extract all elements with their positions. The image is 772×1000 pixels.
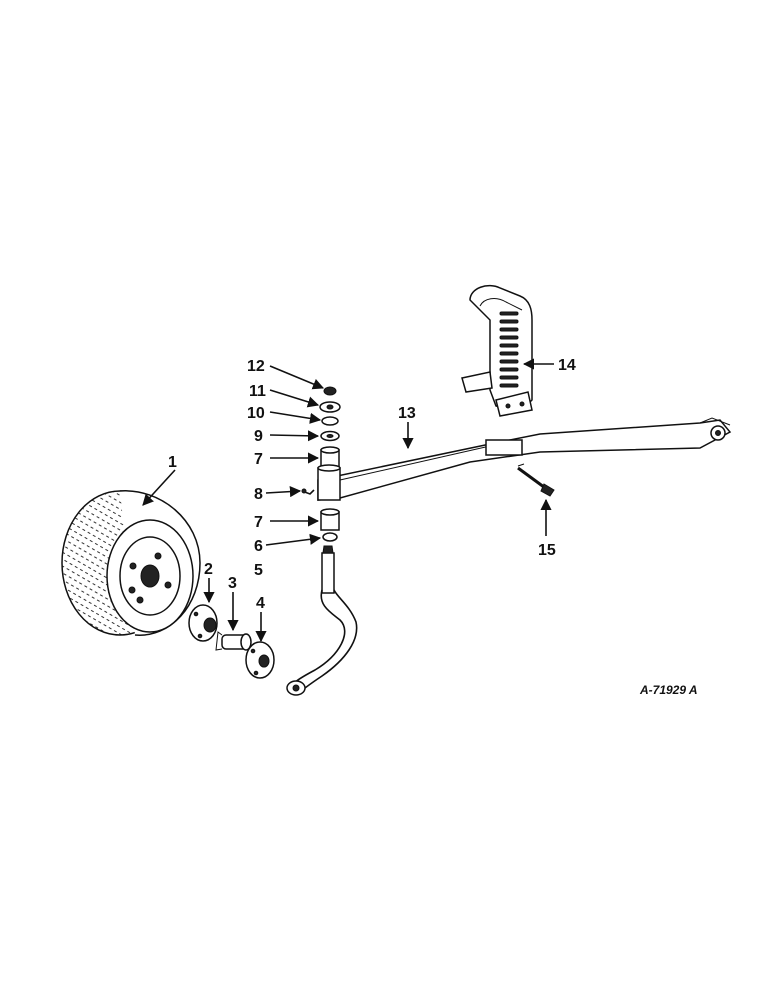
callout-7a: 7 — [254, 451, 263, 468]
leader-lines — [142, 358, 554, 643]
wheel-hub — [188, 604, 218, 642]
callout-7b: 7 — [254, 514, 263, 531]
callout-3: 3 — [228, 575, 237, 592]
callout-13: 13 — [398, 405, 416, 422]
pivot-stack — [319, 386, 341, 542]
frame-tube — [317, 417, 732, 501]
part-12-nut — [323, 386, 337, 396]
leader-10 — [269, 411, 322, 424]
callout-9: 9 — [254, 428, 263, 445]
spindle — [215, 631, 252, 651]
callout-2: 2 — [204, 561, 213, 578]
callout-10: 10 — [247, 405, 265, 422]
callout-5: 5 — [254, 562, 263, 579]
leader-6 — [265, 533, 322, 546]
leader-12 — [269, 365, 325, 390]
leader-8 — [265, 486, 302, 498]
leader-1 — [142, 469, 176, 506]
callout-11: 11 — [249, 383, 266, 400]
figure-id: A-71929 A — [639, 683, 698, 697]
callout-15: 15 — [538, 542, 556, 559]
callout-1: 1 — [168, 454, 177, 471]
callout-6: 6 — [254, 538, 263, 555]
leader-9 — [269, 430, 320, 442]
flange-plate — [245, 641, 275, 679]
step-bracket — [461, 284, 533, 417]
caster-fork — [286, 545, 358, 696]
part-6-ring — [322, 532, 338, 542]
callout-labels: 1 2 3 4 5 6 7 7 8 9 10 11 12 13 14 15 — [168, 357, 576, 612]
callout-8: 8 — [254, 486, 263, 503]
step-slots — [499, 311, 519, 388]
grease-fitting — [301, 488, 315, 495]
bolt — [517, 463, 555, 497]
callout-12: 12 — [247, 358, 265, 375]
callout-4: 4 — [256, 595, 265, 612]
callout-14: 14 — [558, 357, 576, 374]
leader-11 — [269, 389, 320, 408]
wheel-tire — [61, 490, 201, 636]
part-10-washer — [321, 416, 339, 426]
